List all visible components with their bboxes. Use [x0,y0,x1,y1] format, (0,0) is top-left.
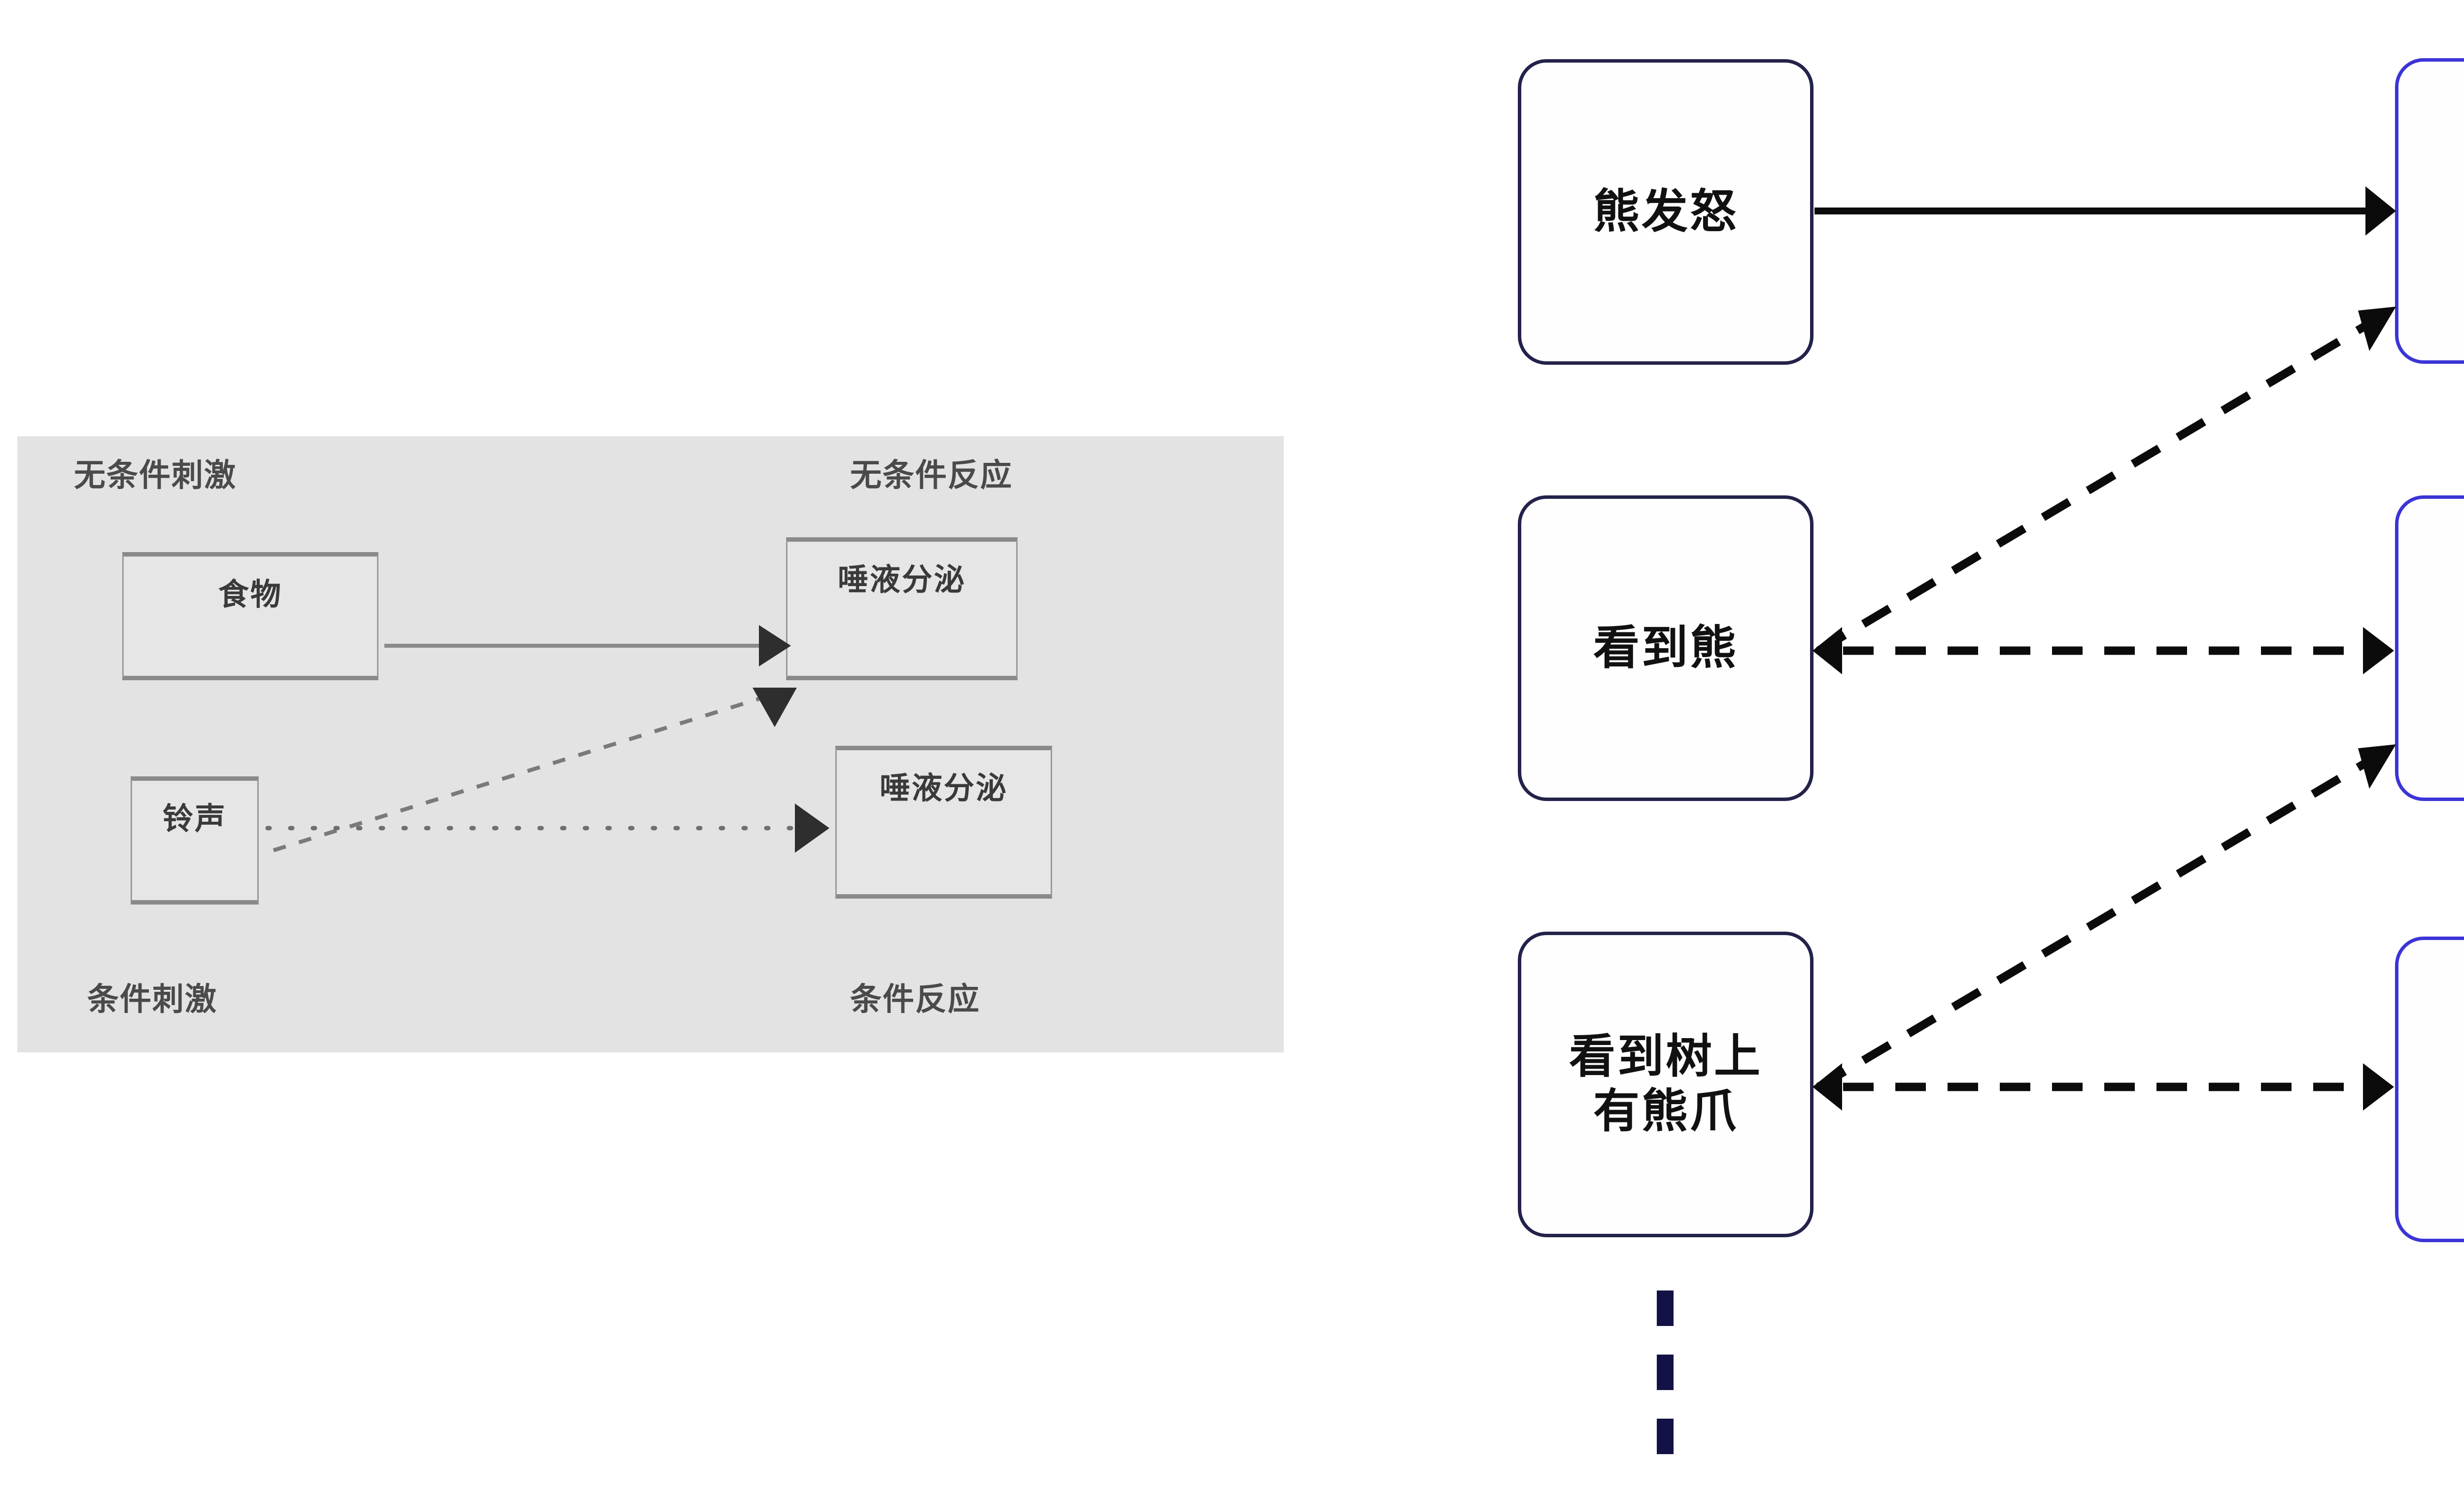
state-box-see-claw-line2: 有熊爪 [1593,1084,1738,1138]
label-conditioned-stimulus: 条件刺激 [87,981,217,1017]
td-learning-diagram: 熊发怒 看到熊 看到树上 有熊爪 奖励 V(s′) V(s) [1429,0,2464,1499]
state-box-bear-angry[interactable]: 熊发怒 [1518,59,1814,365]
state-box-see-bear-label: 看到熊 [1593,621,1738,675]
state-box-see-claw-line1: 看到树上 [1569,1030,1762,1084]
pavlov-box-bell: 铃声 [131,776,259,905]
edge-bear-angry-to-reward [1814,186,2396,236]
arrow-bell-to-salivation-unconditioned [273,688,797,852]
state-box-see-claw-label: 看到树上 有熊爪 [1569,1030,1762,1139]
state-box-bear-angry-label: 熊发怒 [1593,184,1738,239]
ellipsis-left-dot-1 [1657,1290,1674,1326]
state-box-see-claw[interactable]: 看到树上 有熊爪 [1518,932,1814,1237]
pavlov-arrow-layer [265,625,829,853]
arrow-food-to-salivation [384,625,791,666]
label-conditioned-response: 条件反应 [850,981,980,1017]
edge-see-claw-to-v-s-next [1816,744,2396,1091]
ellipsis-left-dot-3 [1657,1419,1674,1454]
pavlov-box-salivation-unconditioned-label: 唾液分泌 [837,563,966,597]
value-box-v-s-next[interactable]: V(s′) [2395,495,2464,801]
pavlov-box-food-label: 食物 [218,578,282,612]
edge-see-claw-to-v-s [1813,1063,2394,1111]
edge-see-bear-to-reward [1816,307,2396,655]
pavlov-box-salivation-conditioned-label: 唾液分泌 [879,771,1008,805]
pavlov-box-salivation-unconditioned: 唾液分泌 [786,537,1018,680]
state-box-see-bear[interactable]: 看到熊 [1518,495,1814,801]
value-box-v-s[interactable]: V(s) [2395,937,2464,1242]
ellipsis-left-dot-2 [1657,1355,1674,1390]
pavlov-box-food: 食物 [122,552,378,680]
pavlov-box-bell-label: 铃声 [162,802,227,836]
label-unconditioned-stimulus: 无条件刺激 [74,457,237,493]
classical-conditioning-panel: 无条件刺激 无条件反应 条件刺激 条件反应 食物 唾液分泌 铃声 唾液分泌 [17,436,1284,1052]
arrow-bell-to-salivation-conditioned [265,803,829,853]
edge-see-bear-to-v-s-next [1813,627,2394,674]
pavlov-box-salivation-conditioned: 唾液分泌 [835,746,1052,899]
label-unconditioned-response: 无条件反应 [850,457,1013,493]
value-box-reward[interactable]: 奖励 [2395,58,2464,364]
